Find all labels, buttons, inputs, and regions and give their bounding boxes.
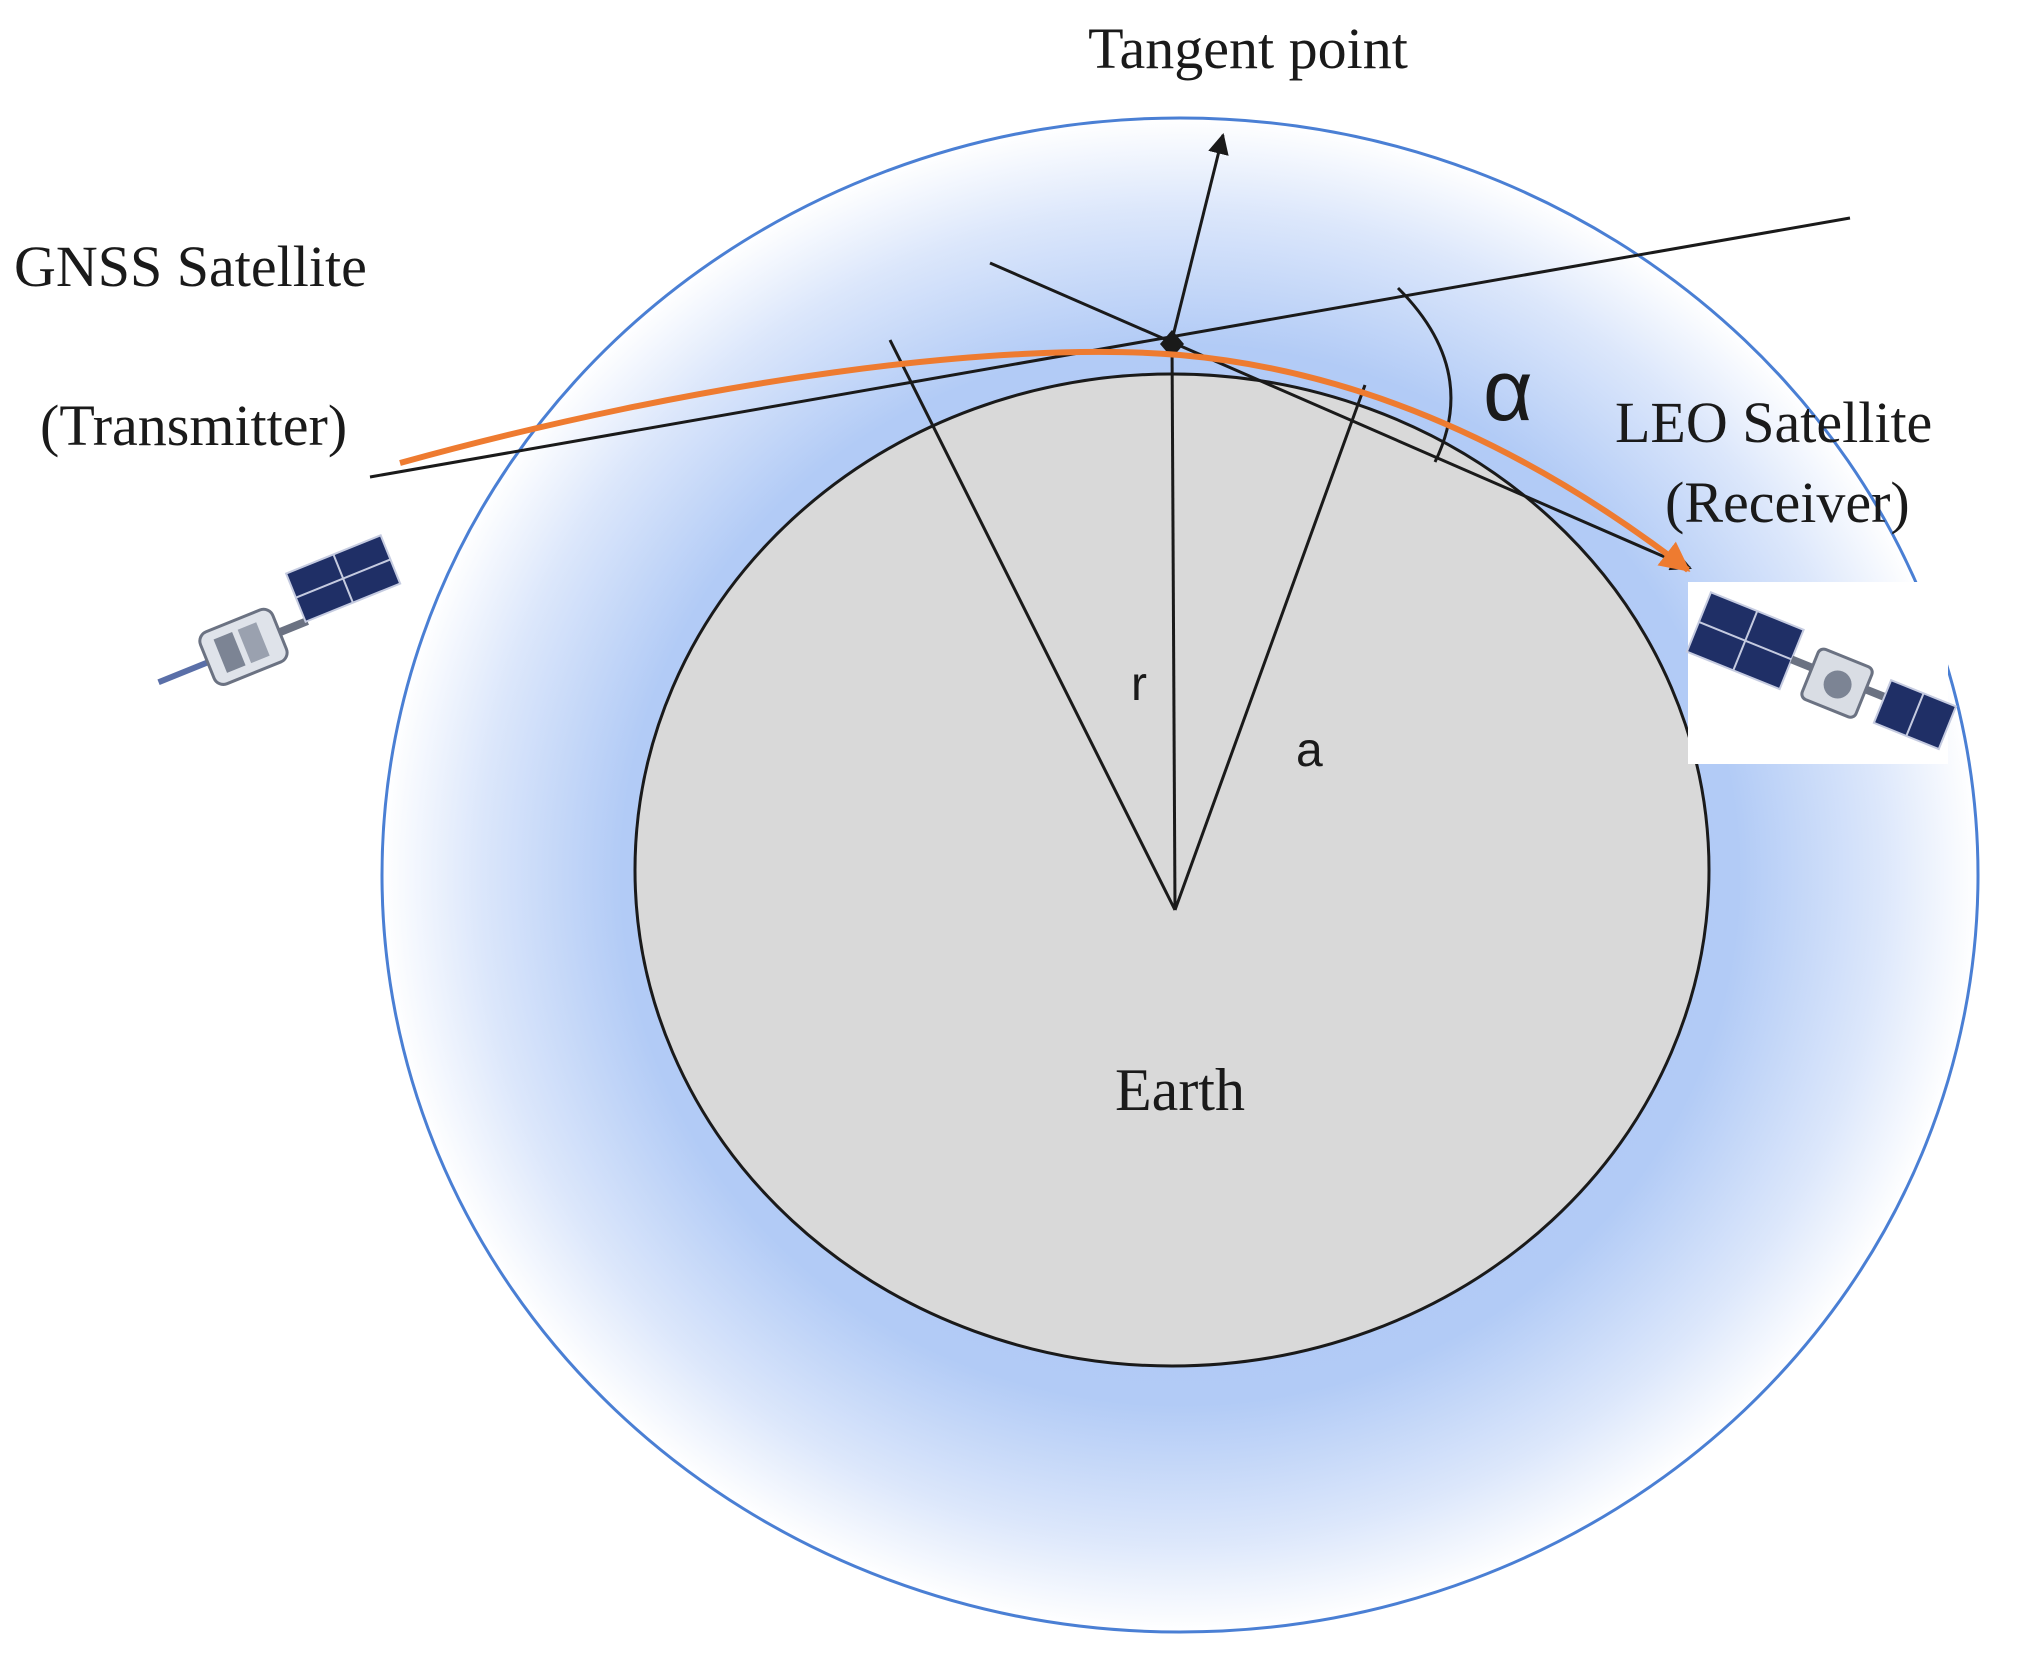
transmitter-label: (Transmitter) xyxy=(40,393,347,458)
leo-satellite-icon xyxy=(1685,591,1958,751)
asymptote-line-gnss xyxy=(369,216,1851,479)
radius-line-r xyxy=(1170,339,1177,911)
gnss-satellite-icon xyxy=(157,534,402,686)
earth-label: Earth xyxy=(1115,1057,1245,1123)
bending-angle-arc xyxy=(1396,286,1453,463)
radius-r-label: r xyxy=(1131,658,1147,711)
leo-satellite-label: LEO Satellite xyxy=(1615,390,1932,455)
normal-arrow xyxy=(1170,132,1229,341)
bent-ray-path xyxy=(399,348,1691,573)
asymptote-line-leo xyxy=(989,261,1692,571)
tangent-point-label: Tangent point xyxy=(1088,16,1408,81)
radius-line-left xyxy=(888,339,1177,911)
radius-line-a xyxy=(1173,384,1367,911)
gnss-satellite-label: GNSS Satellite xyxy=(14,234,367,299)
radius-a-label: a xyxy=(1296,724,1323,777)
receiver-label: (Receiver) xyxy=(1665,470,1910,535)
bending-angle-label: α xyxy=(1483,343,1533,439)
